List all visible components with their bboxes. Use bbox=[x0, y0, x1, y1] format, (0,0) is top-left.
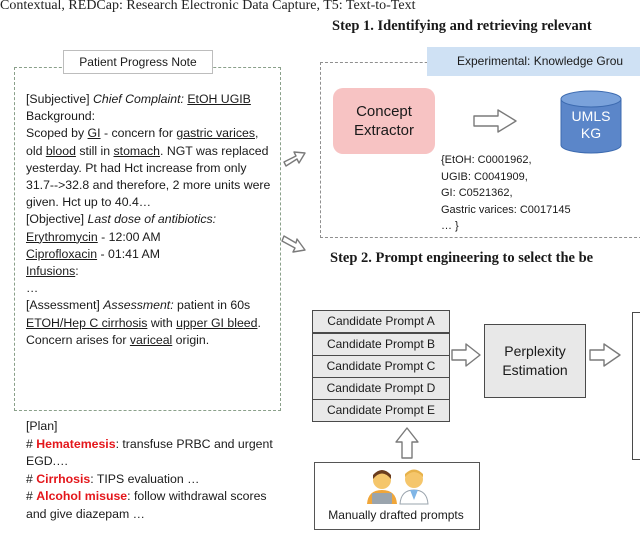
umls-kg-label: UMLS KG bbox=[560, 108, 622, 142]
plan-text: : follow withdrawal scores and give diaz… bbox=[26, 489, 267, 521]
arrow-manual-to-prompts bbox=[395, 427, 419, 459]
text-concern: - concern for bbox=[100, 126, 177, 141]
concept-extractor-box: Concept Extractor bbox=[333, 88, 435, 154]
concept-extractor-label: Concept Extractor bbox=[353, 103, 414, 139]
code-line: UGIB: C0041909, bbox=[441, 170, 528, 183]
arrow-extractor-to-kg bbox=[473, 109, 517, 133]
infusions-colon: : bbox=[75, 264, 79, 279]
term-blood: blood bbox=[45, 143, 76, 158]
last-dose-label: Last dose of antibiotics: bbox=[87, 212, 217, 227]
perplexity-label: Perplexity Estimation bbox=[502, 343, 568, 378]
text-still-in: still in bbox=[75, 143, 114, 158]
step2-title: Step 2. Prompt engineering to select the… bbox=[330, 250, 594, 266]
plan-text: : TIPS evaluation … bbox=[90, 471, 200, 486]
candidate-prompt-e: Candidate Prompt E bbox=[312, 399, 450, 422]
experimental-bar: Experimental: Knowledge Grou bbox=[427, 47, 640, 76]
scoped-by: Scoped by bbox=[26, 126, 85, 141]
kg-line2: KG bbox=[580, 125, 602, 141]
chief-complaint-label: Chief Complaint: bbox=[93, 92, 184, 106]
plan-hash: # bbox=[26, 489, 37, 503]
plan-term-alcohol-misuse: Alcohol misuse bbox=[36, 489, 128, 503]
drug-ciprofloxacin: Ciprofloxacin bbox=[26, 246, 98, 261]
erythro-time: - 12:00 AM bbox=[97, 229, 161, 244]
text-concern-arises: . Concern arises for bbox=[26, 315, 261, 347]
assessment-tag: [Assessment] bbox=[26, 298, 100, 313]
header-text: Contextual, REDCap: Research Electronic … bbox=[0, 0, 416, 13]
kg-line1: UMLS bbox=[571, 108, 611, 124]
step1-title: Step 1. Identifying and retrieving relev… bbox=[332, 18, 592, 34]
term-etoh-cirrhosis: ETOH/Hep C cirrhosis bbox=[26, 315, 148, 330]
objective-tag: [Objective] bbox=[26, 212, 85, 227]
term-stomach: stomach bbox=[113, 143, 160, 158]
plan-text: : transfuse PRBC and urgent EGD.… bbox=[26, 436, 273, 469]
assessment-label: Assessment: bbox=[103, 298, 174, 313]
term-gi: GI bbox=[87, 126, 101, 141]
term-upper-gi-bleed: upper GI bleed bbox=[176, 315, 258, 330]
drug-erythromycin: Erythromycin bbox=[26, 229, 98, 244]
candidate-prompt-a: Candidate Prompt A bbox=[312, 310, 450, 333]
plan-term-hematemesis: Hematemesis bbox=[36, 436, 116, 451]
note-body: [Subjective] Chief Complaint: EtOH UGIB … bbox=[26, 91, 272, 349]
arrow-perplexity-to-output bbox=[589, 343, 621, 367]
code-line: … } bbox=[441, 220, 459, 232]
code-line: Gastric varices: C0017145 bbox=[441, 203, 571, 216]
people-icon bbox=[367, 469, 429, 505]
term-variceal: variceal bbox=[129, 332, 173, 347]
umls-kg-database-icon bbox=[560, 90, 622, 154]
text-with: with bbox=[147, 315, 177, 330]
code-line: {EtOH: C0001962, bbox=[441, 154, 532, 166]
arrow-prompts-to-perplexity bbox=[451, 343, 481, 367]
note-ellipsis: … bbox=[26, 281, 39, 296]
output-box-edge bbox=[632, 312, 640, 460]
manual-prompts-label: Manually drafted prompts bbox=[328, 508, 464, 522]
code-line: GI: C0521362, bbox=[441, 187, 513, 199]
candidate-prompt-d: Candidate Prompt D bbox=[312, 377, 450, 400]
infusions-label: Infusions bbox=[26, 264, 76, 279]
candidate-prompt-c: Candidate Prompt C bbox=[312, 355, 450, 378]
manual-prompts-box bbox=[314, 462, 480, 530]
concept-codes: {EtOH: C0001962, UGIB: C0041909, GI: C05… bbox=[441, 152, 571, 235]
plan-term-cirrhosis: Cirrhosis bbox=[36, 471, 91, 486]
background-label: Background: bbox=[26, 109, 96, 124]
text-background-rest: . NGT was replaced yesterday. Pt had Hct… bbox=[26, 143, 271, 210]
arrow-note-to-step1 bbox=[283, 151, 306, 167]
text-origin: origin. bbox=[172, 332, 210, 347]
term-gastric-varices: gastric varices bbox=[176, 126, 255, 141]
assessment-pre: patient in 60s bbox=[173, 298, 251, 313]
candidate-prompt-b: Candidate Prompt B bbox=[312, 333, 450, 356]
arrow-note-to-step2 bbox=[281, 235, 306, 253]
plan-tag: [Plan] bbox=[26, 419, 58, 433]
chief-complaint-value: EtOH UGIB bbox=[187, 92, 251, 106]
note-title: Patient Progress Note bbox=[63, 50, 213, 74]
cipro-time: - 01:41 AM bbox=[97, 246, 160, 261]
subjective-tag: [Subjective] bbox=[26, 92, 90, 106]
plan-section: [Plan] # Hematemesis: transfuse PRBC and… bbox=[26, 418, 276, 523]
text-old: , old bbox=[26, 126, 259, 158]
plan-hash: # bbox=[26, 436, 37, 451]
plan-hash: # bbox=[26, 471, 37, 486]
perplexity-box: Perplexity Estimation bbox=[484, 324, 586, 398]
